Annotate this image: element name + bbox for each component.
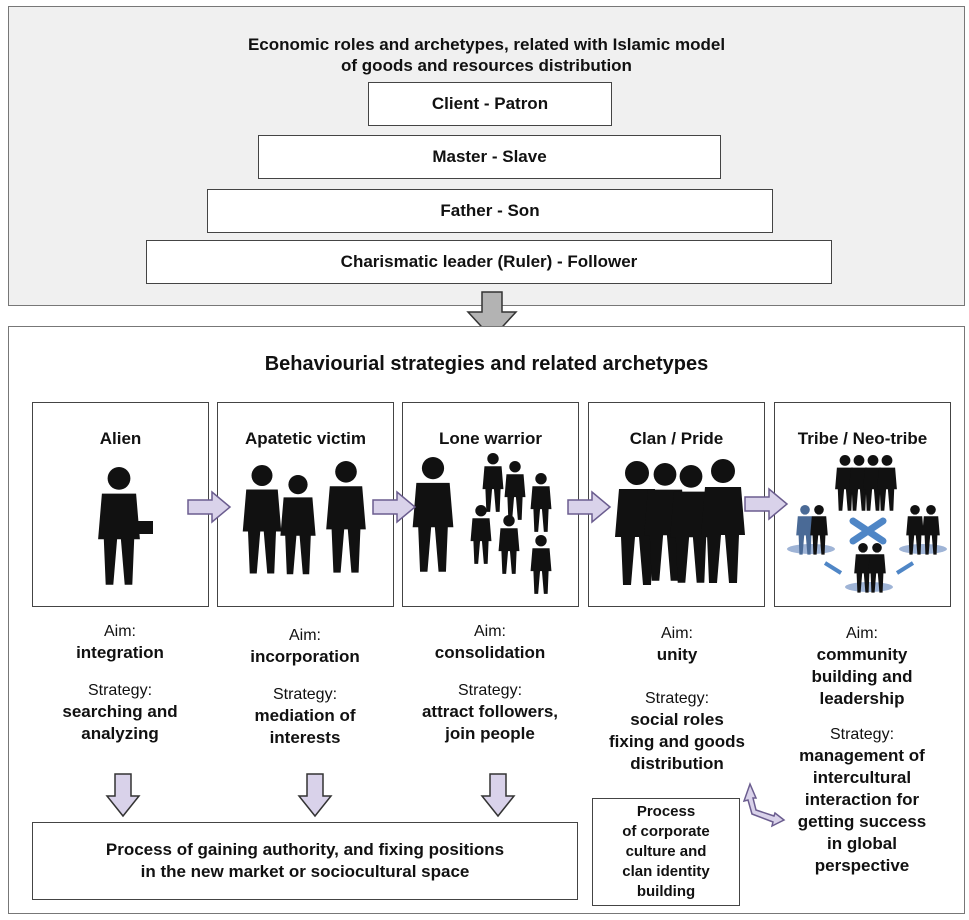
strategy-label: Strategy:	[644, 690, 710, 707]
bidirectional-arrow-icon	[742, 781, 786, 828]
strategy-line: interests	[269, 728, 341, 747]
process-clan-line: building	[636, 883, 696, 900]
strategy-line: in global	[827, 834, 897, 853]
strategy-label: Strategy:	[829, 726, 895, 743]
stage-alien-text: Aim: integration Strategy: searching and…	[20, 621, 220, 745]
strategy-line: attract followers,	[421, 702, 559, 721]
aim-label: Aim:	[289, 627, 321, 644]
role-client-patron: Client - Patron	[368, 82, 612, 126]
role-leader-follower: Charismatic leader (Ruler) - Follower	[146, 240, 832, 284]
strategy-line: social roles	[630, 710, 724, 729]
networked-community-icon	[787, 455, 947, 593]
process-clan-line: Process	[636, 803, 696, 820]
strategy-label: Strategy:	[272, 686, 338, 703]
strategy-line: fixing and goods	[609, 732, 745, 751]
right-arrow-icon	[567, 490, 612, 524]
stage-clan-pride-label: Clan / Pride	[629, 429, 724, 448]
aim-value: community	[816, 645, 908, 664]
stage-lone-warrior-label: Lone warrior	[439, 429, 542, 448]
stage-lone-warrior: Lone warrior	[402, 402, 579, 607]
stage-tribe-neo-tribe: Tribe / Neo-tribe	[774, 402, 951, 607]
strategy-line: join people	[445, 724, 535, 743]
process-clan-line: culture and	[625, 843, 707, 860]
strategy-line: mediation of	[254, 706, 356, 725]
group-of-people-icon	[615, 459, 745, 585]
stage-apatetic-victim-text: Aim: incorporation Strategy: mediation o…	[205, 625, 405, 749]
right-arrow-icon	[372, 490, 417, 524]
aim-value: leadership	[819, 689, 905, 708]
aim-value: building and	[811, 667, 913, 686]
crowd-with-leader-icon	[412, 453, 552, 594]
down-arrow-icon	[466, 291, 518, 340]
three-businessmen-icon	[242, 461, 366, 575]
aim-label: Aim:	[104, 623, 136, 640]
aim-label: Aim:	[661, 625, 693, 642]
process-clan-line: of corporate	[622, 823, 710, 840]
strategy-line: interaction for	[804, 790, 920, 809]
right-arrow-icon	[187, 490, 232, 524]
stage-tribe-neo-tribe-label: Tribe / Neo-tribe	[797, 429, 928, 448]
process-authority-line1: Process of gaining authority, and fixing…	[105, 840, 505, 859]
strategy-line: management of	[799, 746, 925, 765]
behavioural-strategies-title: Behaviourial strategies and related arch…	[264, 353, 709, 375]
stage-alien-label: Alien	[99, 429, 142, 448]
aim-value: consolidation	[434, 643, 546, 662]
aim-value: unity	[656, 645, 698, 664]
stage-tribe-neo-tribe-text: Aim: community building and leadership S…	[762, 623, 962, 877]
lone-businessman-icon	[98, 467, 153, 585]
down-arrow-icon	[297, 773, 333, 818]
stage-clan-pride-text: Aim: unity Strategy: social roles fixing…	[577, 623, 777, 775]
strategy-line: perspective	[814, 856, 910, 875]
strategy-line: analyzing	[81, 724, 159, 743]
aim-label: Aim:	[846, 625, 878, 642]
aim-label: Aim:	[474, 623, 506, 640]
strategy-line: intercultural	[812, 768, 912, 787]
stage-apatetic-victim-label: Apatetic victim	[245, 429, 366, 448]
strategy-line: getting success	[797, 812, 927, 831]
strategy-label: Strategy:	[87, 682, 153, 699]
process-authority-line2: in the new market or sociocultural space	[140, 862, 470, 881]
strategy-line: searching and	[62, 702, 178, 721]
right-arrow-icon	[744, 487, 789, 521]
stage-lone-warrior-text: Aim: consolidation Strategy: attract fol…	[390, 621, 590, 745]
aim-value: integration	[76, 643, 164, 662]
economic-roles-title-line2: of goods and resources distribution	[341, 56, 632, 75]
strategy-label: Strategy:	[457, 682, 523, 699]
process-clan-line: clan identity	[622, 863, 710, 880]
role-master-slave: Master - Slave	[258, 135, 721, 179]
process-clan-identity-box: Process of corporate culture and clan id…	[592, 798, 740, 906]
stage-apatetic-victim: Apatetic victim	[217, 402, 394, 607]
down-arrow-icon	[480, 773, 516, 818]
stage-clan-pride: Clan / Pride	[588, 402, 765, 607]
strategy-line: distribution	[630, 754, 724, 773]
process-authority-box: Process of gaining authority, and fixing…	[32, 822, 578, 900]
economic-roles-title: Economic roles and archetypes, related w…	[8, 34, 965, 76]
aim-value: incorporation	[250, 647, 360, 666]
economic-roles-title-line1: Economic roles and archetypes, related w…	[247, 35, 726, 54]
stage-alien: Alien	[32, 402, 209, 607]
down-arrow-icon	[105, 773, 141, 818]
role-father-son: Father - Son	[207, 189, 773, 233]
